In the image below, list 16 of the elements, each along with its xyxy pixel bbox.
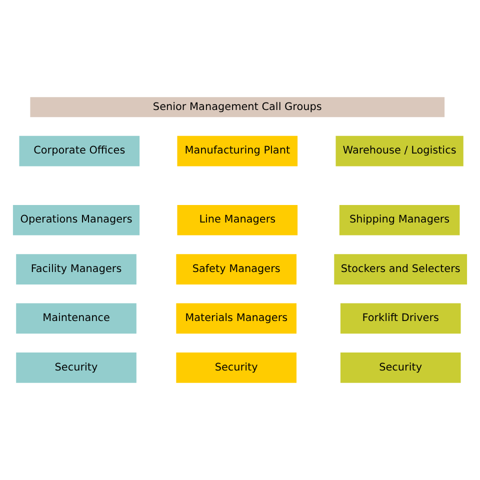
node-box: Safety Managers xyxy=(176,254,296,284)
node-box: Stockers and Selecters xyxy=(334,254,468,284)
node-box: Warehouse / Logistics xyxy=(336,136,464,166)
node-box: Forklift Drivers xyxy=(340,303,461,334)
node-box: Security xyxy=(340,352,461,383)
node-box: Manufacturing Plant xyxy=(177,136,298,166)
node-box: Shipping Managers xyxy=(339,204,460,236)
node-box: Senior Management Call Groups xyxy=(30,97,445,118)
node-box: Security xyxy=(176,352,296,383)
node-box: Operations Managers xyxy=(12,204,140,236)
node-box: Facility Managers xyxy=(16,254,136,284)
node-box: Line Managers xyxy=(177,204,298,236)
node-box: Corporate Offices xyxy=(19,136,140,166)
node-box: Security xyxy=(16,352,136,383)
node-box: Maintenance xyxy=(16,303,136,334)
node-box: Materials Managers xyxy=(176,303,296,334)
